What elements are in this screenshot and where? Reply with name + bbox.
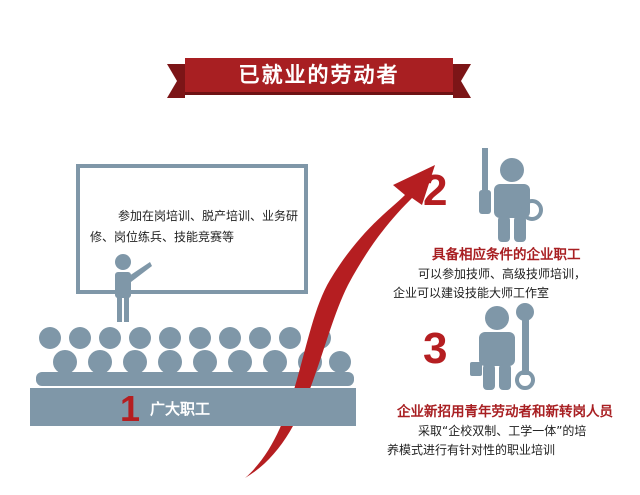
audience-icon <box>36 327 354 386</box>
group3-heading: 企业新招用青年劳动者和新转岗人员 <box>397 404 613 420</box>
worker-wrench-icon <box>470 303 535 390</box>
group3-number: 3 <box>423 324 448 373</box>
presentation-board <box>76 164 308 294</box>
group2-line1: 可以参加技师、高级技师培训， <box>418 267 587 281</box>
board-text: 参加在岗培训、脱产培训、业务研修、岗位练兵、技能竞赛等 <box>90 209 299 244</box>
group2-line2: 企业可以建设技能大师工作室 <box>393 286 550 300</box>
rising-arrow <box>245 165 435 478</box>
group3-line2: 养模式进行有针对性的职业培训 <box>387 443 556 457</box>
title-banner: 已就业的劳动者 <box>167 58 471 98</box>
group3-line1: 采取“企校双制、工学一体”的培 <box>418 424 587 438</box>
worker-screwdriver-icon <box>479 148 543 242</box>
group2-heading: 具备相应条件的企业职工 <box>432 247 581 263</box>
presenter-icon <box>115 254 152 322</box>
group1-label: 广大职工 <box>150 400 211 418</box>
base-bar <box>30 388 356 426</box>
group1-number: 1 <box>120 388 141 429</box>
group2-number: 2 <box>423 166 448 215</box>
